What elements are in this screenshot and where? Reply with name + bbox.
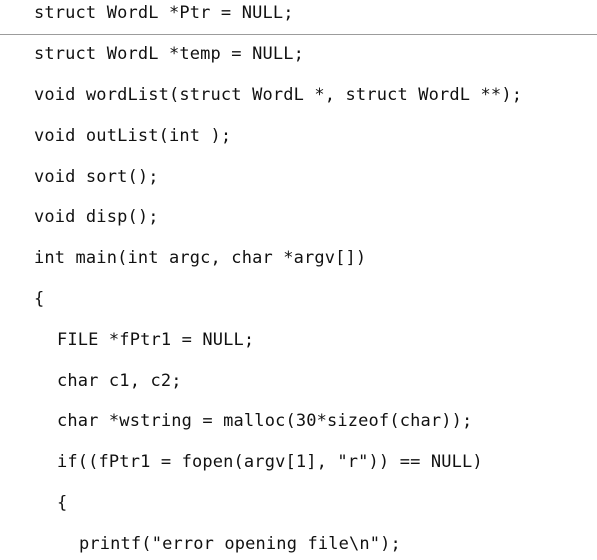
code-line-1: struct WordL *Ptr = NULL;: [34, 3, 294, 23]
code-line-7: int main(int argc, char *argv[]): [34, 248, 367, 268]
code-line-3: void wordList(struct WordL *, struct Wor…: [34, 85, 523, 105]
code-line-9: FILE *fPtr1 = NULL;: [57, 330, 255, 350]
horizontal-rule: [0, 34, 597, 35]
code-line-5: void sort();: [34, 167, 159, 187]
code-line-11: char *wstring = malloc(30*sizeof(char));: [57, 411, 473, 431]
code-line-12: if((fPtr1 = fopen(argv[1], "r")) == NULL…: [57, 452, 483, 472]
code-line-2: struct WordL *temp = NULL;: [34, 44, 305, 64]
code-line-14: printf("error opening file\n");: [79, 534, 401, 554]
code-line-6: void disp();: [34, 207, 159, 227]
code-line-8: {: [34, 289, 45, 309]
code-line-4: void outList(int );: [34, 126, 232, 146]
code-line-10: char c1, c2;: [57, 371, 182, 391]
code-line-13: {: [57, 493, 68, 513]
